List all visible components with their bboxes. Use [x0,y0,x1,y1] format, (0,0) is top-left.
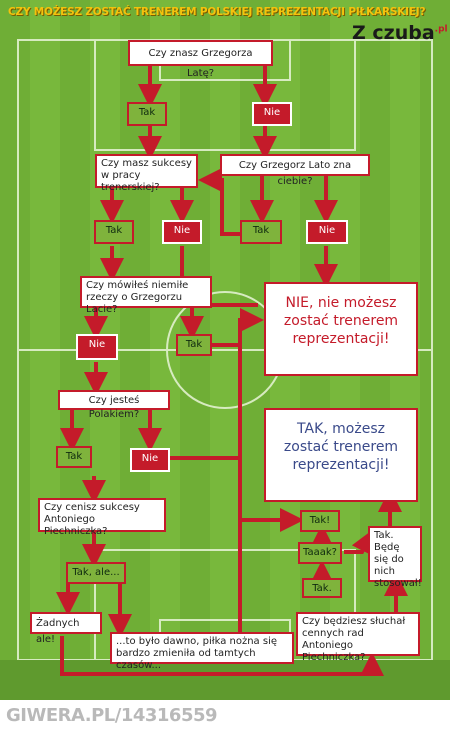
question-know-lato: Czy znasz Grzegorza Latę? [128,40,273,79]
answer-no-bad-things: Nie [76,334,118,360]
brand-suffix: .pl [434,24,448,35]
answer-no-know-lato: Nie [252,102,292,126]
answer-yes-know-lato: Tak [127,102,167,126]
answer-yes-polish: Tak [56,446,92,468]
answer-yes-coaching: Tak [94,220,134,244]
answer-no-buts: Żadnych ale! [30,612,102,645]
footer-site: GIWERA.PL/ [6,705,121,726]
question-coaching-success: Czy masz sukcesy w pracy trenerskiej? [95,154,198,193]
answer-will-follow: Tak. Będę się do nich stosował! [368,526,422,589]
answer-tak-dot: Tak. [302,578,342,598]
question-piechniczek-success: Czy cenisz sukcesy Antoniego Piechniczka… [38,498,166,537]
question-are-you-polish: Czy jesteś Polakiem? [58,390,170,420]
answer-tak-exclaim: Tak! [300,510,340,532]
answer-no-polish: Nie [130,448,170,472]
answer-long-ago: ...to było dawno, piłka nożna się bardzo… [110,632,294,671]
answer-no-coaching: Nie [162,220,202,244]
answer-yes-lato-knows: Tak [240,220,282,244]
question-listen-piechniczek: Czy będziesz słuchał cennych rad Antonie… [296,612,420,663]
brand-logo: Z czuba.pl [352,22,448,44]
result-no: NIE, nie możesz zostać trenerem reprezen… [264,282,418,376]
answer-yes-bad-things: Tak [176,334,212,356]
footer-watermark: GIWERA.PL/14316559 [6,705,218,726]
brand-name: Z czuba [352,22,435,44]
page-title: CZY MOŻESZ ZOSTAĆ TRENEREM POLSKIEJ REPR… [8,6,426,18]
answer-yes-but: Tak, ale... [66,562,126,584]
result-yes: TAK, możesz zostać trenerem reprezentacj… [264,408,418,502]
answer-no-lato-knows: Nie [306,220,348,244]
question-said-bad-things: Czy mówiłeś niemiłe rzeczy o Grzegorzu L… [80,276,212,315]
question-lato-knows-you: Czy Grzegorz Lato zna ciebie? [220,154,370,187]
answer-taaak: Taaak? [298,542,342,564]
footer-id: 14316559 [120,705,218,726]
